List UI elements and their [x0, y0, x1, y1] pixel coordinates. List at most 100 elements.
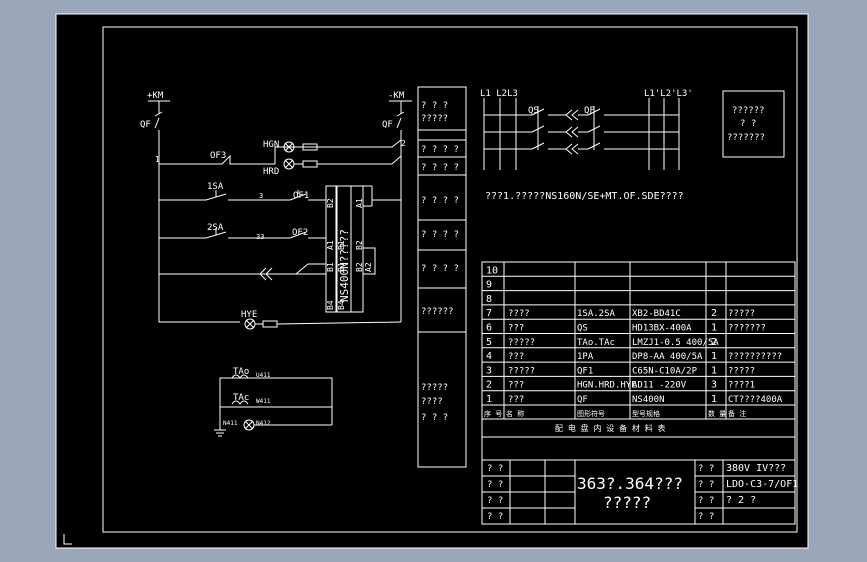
- bom-header-cell: 备 注: [728, 409, 746, 418]
- bom-header-cell: 名 称: [506, 409, 524, 418]
- hrd-label: HRD: [263, 167, 279, 177]
- bom-row-name: ???: [508, 395, 524, 405]
- bom-row-model: NS400N: [632, 395, 665, 405]
- minus-km-label: -KM: [388, 91, 405, 101]
- of3-label: OF3: [210, 151, 226, 161]
- bom-row-note: ??????????: [728, 352, 782, 362]
- bom-row-no: 8: [486, 294, 492, 305]
- note-box-line-3: ???????: [727, 133, 765, 143]
- title-cell: LDO-C3-7/OF1: [726, 479, 798, 490]
- title-cell: 380V IV???: [726, 463, 786, 474]
- sa1-label: 1SA: [207, 182, 224, 192]
- bom-row-qty: 3: [711, 380, 717, 391]
- bom-row-code: QF1: [577, 366, 593, 376]
- strip-label: ? ? ? ?: [421, 196, 459, 206]
- bom-row-name: ?????: [508, 338, 535, 348]
- node-1-label: 1: [155, 155, 160, 164]
- bom-row-qty: 1: [711, 365, 717, 376]
- title-block: 363?.364??? ????? ? ?? ?? ?? ?? ?? ?? ??…: [481, 459, 798, 525]
- bom-row-note: ????1: [728, 381, 755, 391]
- title-cell: ? ?: [487, 496, 503, 506]
- bom-row-model: DP8-AA 400/5A: [632, 352, 703, 362]
- title-cell: ? ?: [487, 512, 503, 522]
- n412-label: N412: [256, 420, 271, 427]
- module-terminal-label: B2: [355, 262, 364, 272]
- breaker-note: ???1.?????NS160N/SE+MT.OF.SDE????: [485, 191, 684, 202]
- l123-label: L1 L2L3: [480, 89, 518, 99]
- bom-row-code: TAo.TAc: [577, 338, 615, 348]
- module-terminal-label: B1: [337, 240, 346, 250]
- bom-row-no: 4: [486, 351, 492, 362]
- tao-label: TAo: [233, 367, 249, 377]
- qs-label: QS: [528, 106, 539, 116]
- bom-row-no: 5: [486, 337, 492, 348]
- bom-header-cell: 序 号: [484, 409, 502, 418]
- title-main: 363?.364???: [577, 474, 683, 493]
- hgn-label: HGN: [263, 140, 279, 150]
- terminal-strip: ? ? ??????? ? ? ?? ? ? ?? ? ? ?? ? ? ?? …: [417, 86, 467, 468]
- strip-label: ????: [421, 397, 443, 407]
- w411-label: W411: [256, 398, 271, 405]
- inner-frame: [102, 26, 798, 533]
- control-circuit: +KM QF 1 -KM QF 2 OF3 HGN HRD 1SA: [140, 91, 412, 437]
- bom-row-note: ?????: [728, 366, 755, 376]
- module-terminal-label: A1: [355, 198, 364, 208]
- bom-row-qty: 2: [711, 337, 717, 348]
- strip-label: ?????: [421, 114, 448, 124]
- u411-label: U411: [256, 372, 271, 379]
- note-box-line-2: ? ?: [740, 119, 756, 129]
- wire-3-label: 3: [259, 192, 263, 200]
- bom-row-code: QF: [577, 395, 588, 405]
- bom-header-cell: 数 量: [708, 409, 726, 418]
- bom-row-name: ???: [508, 381, 524, 391]
- strip-label: ? ? ? ?: [421, 230, 459, 240]
- strip-label: ? ? ?: [421, 101, 448, 111]
- title-cell: ? ?: [487, 464, 503, 474]
- sheet-background: [56, 14, 808, 548]
- bom-row-model: XB2-BD41C: [632, 309, 681, 319]
- bom-header-cell: 图形符号: [577, 409, 605, 418]
- bom-row-no: 6: [486, 323, 492, 334]
- title-cell: ? 2 ?: [726, 495, 756, 506]
- bom-row-note: ?????: [728, 309, 755, 319]
- note-box: ?????? ? ? ???????: [722, 90, 785, 158]
- note-box-line-1: ??????: [732, 106, 765, 116]
- node-2-label: 2: [401, 139, 406, 148]
- module-terminal-label: B1: [326, 262, 335, 272]
- bom-row-no: 10: [486, 265, 498, 276]
- bom-row-model: C65N-C10A/2P: [632, 366, 698, 376]
- qf-main-label: QF: [584, 106, 595, 116]
- title-cell: ? ?: [698, 512, 714, 522]
- outer-border: [55, 13, 809, 549]
- module-terminal-label: A2: [364, 262, 373, 272]
- module-terminal-label: B1: [337, 262, 346, 272]
- bom-row-code: 1SA.2SA: [577, 309, 616, 319]
- title-cell: ? ?: [698, 480, 714, 490]
- hye-label: HYE: [241, 310, 257, 320]
- bom-row-no: 9: [486, 280, 492, 291]
- bom-row-name: ?????: [508, 366, 535, 376]
- bom-row-qty: 1: [711, 351, 717, 362]
- bom-row-no: 1: [486, 394, 492, 405]
- module-terminal-label: B2: [355, 240, 364, 250]
- bom-row-no: 2: [486, 380, 492, 391]
- strip-label: ? ? ?: [421, 413, 448, 423]
- bom-row-note: ???????: [728, 324, 766, 334]
- qf-right-label: QF: [382, 120, 393, 130]
- bom-row-code: 1PA: [577, 352, 594, 362]
- l123p-label: L1'L2'L3': [644, 89, 693, 99]
- main-circuit: L1 L2L3 L1'L2'L3' QS QF ???1.?????NS160N…: [480, 89, 693, 202]
- plus-km-label: +KM: [147, 91, 164, 101]
- ucs-icon: [63, 534, 72, 545]
- of2-label: OF2: [292, 228, 308, 238]
- module-terminal-label: B2: [326, 198, 335, 208]
- module-terminal-label: B4: [326, 300, 335, 310]
- title-sub: ?????: [603, 493, 651, 512]
- bom-row-name: ???: [508, 352, 524, 362]
- n411-label: N411: [223, 420, 238, 427]
- strip-label: ? ? ? ?: [421, 264, 459, 274]
- tac-label: TAc: [233, 393, 249, 403]
- bom-row-name: ????: [508, 309, 530, 319]
